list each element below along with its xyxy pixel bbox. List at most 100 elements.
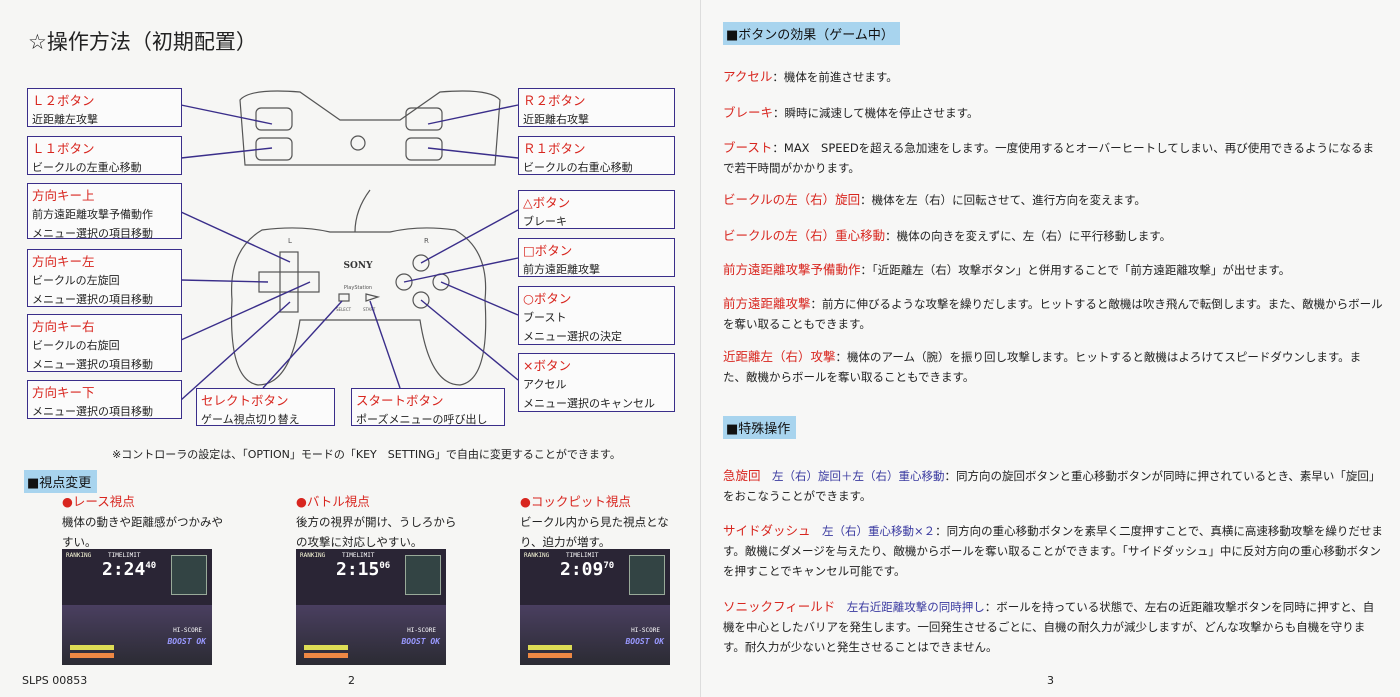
view-description: 後方の視界が開け、うしろからの攻撃に対応しやすい。 [296, 515, 457, 549]
dpad-left-callout: 方向キー左ビークルの左旋回メニュー選択の項目移動 [27, 249, 182, 307]
callout-text: ビークルの左旋回 [32, 274, 120, 287]
dpad-down-callout: 方向キー下メニュー選択の項目移動 [27, 380, 182, 419]
hud-hiscore: HI-SCORE [407, 627, 436, 634]
special-text: ：同方向の重心移動ボタンを素早く二度押すことで、真横に高速移動攻撃を繰りだせます… [723, 524, 1383, 578]
hud-ranking: RANKING [66, 552, 92, 559]
timer-value: 2:15 [336, 559, 380, 580]
hud-timelimit: TIMELIMIT [566, 552, 599, 559]
callout-text: 前方遠距離攻撃予備動作 [32, 208, 153, 221]
energy-bar [70, 653, 114, 658]
view-race: ●レース視点機体の動きや距離感がつかみやすい。 [62, 492, 232, 552]
track-map [405, 555, 441, 595]
special-moves-heading: ■特殊操作 [723, 416, 797, 439]
view-cockpit: ●コックピット視点ビークル内から見た視点となり、迫力が増す。 [520, 492, 690, 552]
callout-title: □ボタン [523, 243, 573, 258]
cross-button-callout: ×ボタンアクセルメニュー選択のキャンセル [518, 353, 675, 412]
callout-title: △ボタン [523, 195, 571, 210]
select-button-callout: セレクトボタンゲーム視点切り替え [196, 388, 335, 426]
controller-top-view [239, 90, 501, 166]
callout-text: ポーズメニューの呼び出し [356, 413, 488, 426]
effect-item: 近距離左（右）攻撃：機体のアーム（腕）を振り回し攻撃します。ヒットすると敵機はよ… [723, 347, 1383, 387]
r2-button-callout: Ｒ２ボタン近距離右攻撃 [518, 88, 675, 127]
page-number: 2 [348, 674, 355, 687]
timer-value: 2:24 [102, 559, 146, 580]
special-combo: 左（右）旋回＋左（右）重心移動 [772, 469, 945, 483]
right-page: ■ボタンの効果（ゲーム中） アクセル：機体を前進させます。ブレーキ：瞬時に減速し… [700, 0, 1400, 697]
view-title: ●バトル視点 [296, 494, 370, 509]
callout-title: 方向キー右 [32, 319, 95, 334]
energy-bar [304, 653, 348, 658]
special-item: サイドダッシュ 左（右）重心移動×２：同方向の重心移動ボタンを素早く二度押すこと… [723, 521, 1383, 581]
hud-hiscore: HI-SCORE [173, 627, 202, 634]
callout-text: 近距離右攻撃 [523, 113, 589, 126]
hud-timer: 2:0970 [560, 559, 614, 580]
callout-title: セレクトボタン [201, 393, 289, 408]
callout-text: ブレーキ [523, 215, 567, 228]
controller-settings-note: ※コントローラの設定は、「OPTION」モードの「KEY SETTING」で自由… [112, 448, 621, 461]
callout-title: スタートボタン [356, 393, 444, 408]
hud-timelimit: TIMELIMIT [342, 552, 375, 559]
callout-text: 近距離左攻撃 [32, 113, 98, 126]
effect-text: ：瞬時に減速して機体を停止させます。 [773, 106, 979, 120]
callout-text: メニュー選択の項目移動 [32, 405, 153, 418]
l2-button-callout: Ｌ２ボタン近距離左攻撃 [27, 88, 182, 127]
sony-logo: SONY [344, 261, 374, 271]
effect-item: 前方遠距離攻撃：前方に伸びるような攻撃を繰りだします。ヒットすると敵機は吹き飛ん… [723, 294, 1383, 334]
callout-title: 方向キー左 [32, 254, 95, 269]
hud-timer: 2:2440 [102, 559, 156, 580]
callout-lines [180, 104, 519, 401]
callout-text: ブースト [523, 311, 567, 324]
effect-item: 前方遠距離攻撃予備動作：「近距離左（右）攻撃ボタン」と併用することで「前方遠距離… [723, 260, 1383, 280]
special-key: 急旋回 [723, 468, 761, 483]
view-title: ●レース視点 [62, 494, 135, 509]
playstation-logo: PlayStation [344, 285, 372, 291]
effect-text: ：機体の向きを変えずに、左（右）に平行移動します。 [885, 229, 1172, 243]
hud-ranking: RANKING [524, 552, 550, 559]
product-code: SLPS 00853 [22, 674, 88, 687]
r1-button-callout: Ｒ１ボタンビークルの右重心移動 [518, 136, 675, 175]
effect-text: ：前方に伸びるような攻撃を繰りだします。ヒットすると敵機は吹き飛んで転倒します。… [723, 297, 1383, 331]
track-map [629, 555, 665, 595]
callout-text: メニュー選択の項目移動 [32, 293, 153, 306]
effect-text: ：機体を前進させます。 [772, 70, 898, 84]
special-item: 急旋回 左（右）旋回＋左（右）重心移動：同方向の旋回ボタンと重心移動ボタンが同時… [723, 466, 1383, 506]
hud-boost: BOOST OK [401, 637, 440, 646]
controller-front-view [230, 189, 487, 386]
effect-key: 前方遠距離攻撃 [723, 296, 811, 311]
callout-title: 方向キー下 [32, 385, 95, 400]
track-map [171, 555, 207, 595]
callout-text: 前方遠距離攻撃 [523, 263, 600, 276]
special-combo: 左右近距離攻撃の同時押し [846, 600, 985, 614]
special-key: サイドダッシュ [723, 523, 811, 538]
energy-bar [528, 645, 572, 650]
start-label: START [363, 307, 376, 312]
page-number: 3 [1047, 674, 1054, 687]
effect-key: ブレーキ [723, 105, 774, 120]
energy-bar [304, 645, 348, 650]
callout-title: Ｒ１ボタン [523, 141, 586, 156]
callout-title: Ｌ２ボタン [32, 93, 95, 108]
callout-text: ビークルの右重心移動 [523, 161, 633, 174]
effect-key: ビークルの左（右）旋回 [723, 192, 861, 207]
select-label: SELECT [336, 307, 352, 312]
controller-diagram: SONY PlayStation L R SELECT START [180, 90, 519, 401]
effect-text: ：「近距離左（右）攻撃ボタン」と併用することで「前方遠距離攻撃」が出せます。 [860, 263, 1291, 277]
hud-timer: 2:1506 [336, 559, 390, 580]
callout-title: Ｒ２ボタン [523, 93, 586, 108]
effect-text: ：機体を左（右）に回転させて、進行方向を変えます。 [860, 193, 1146, 207]
effect-key: ビークルの左（右）重心移動 [723, 228, 886, 243]
effect-key: ブースト [723, 140, 773, 155]
special-combo: 左（右）重心移動×２ [822, 524, 936, 538]
l1-button-callout: Ｌ１ボタンビークルの左重心移動 [27, 136, 182, 175]
hud-hiscore: HI-SCORE [631, 627, 660, 634]
timer-fraction: 70 [603, 561, 615, 571]
circle-button-callout: ○ボタンブーストメニュー選択の決定 [518, 286, 675, 345]
callout-title: 方向キー上 [32, 188, 95, 203]
l-label: L [288, 237, 292, 245]
effect-key: 近距離左（右）攻撃 [723, 349, 836, 364]
special-item: ソニックフィールド 左右近距離攻撃の同時押し：ボールを持っている状態で、左右の近… [723, 597, 1383, 657]
effect-text: ：機体のアーム（腕）を振り回し攻撃します。ヒットすると敵機はよろけてスピードダウ… [723, 350, 1362, 384]
effect-item: ブレーキ：瞬時に減速して機体を停止させます。 [723, 103, 1383, 123]
